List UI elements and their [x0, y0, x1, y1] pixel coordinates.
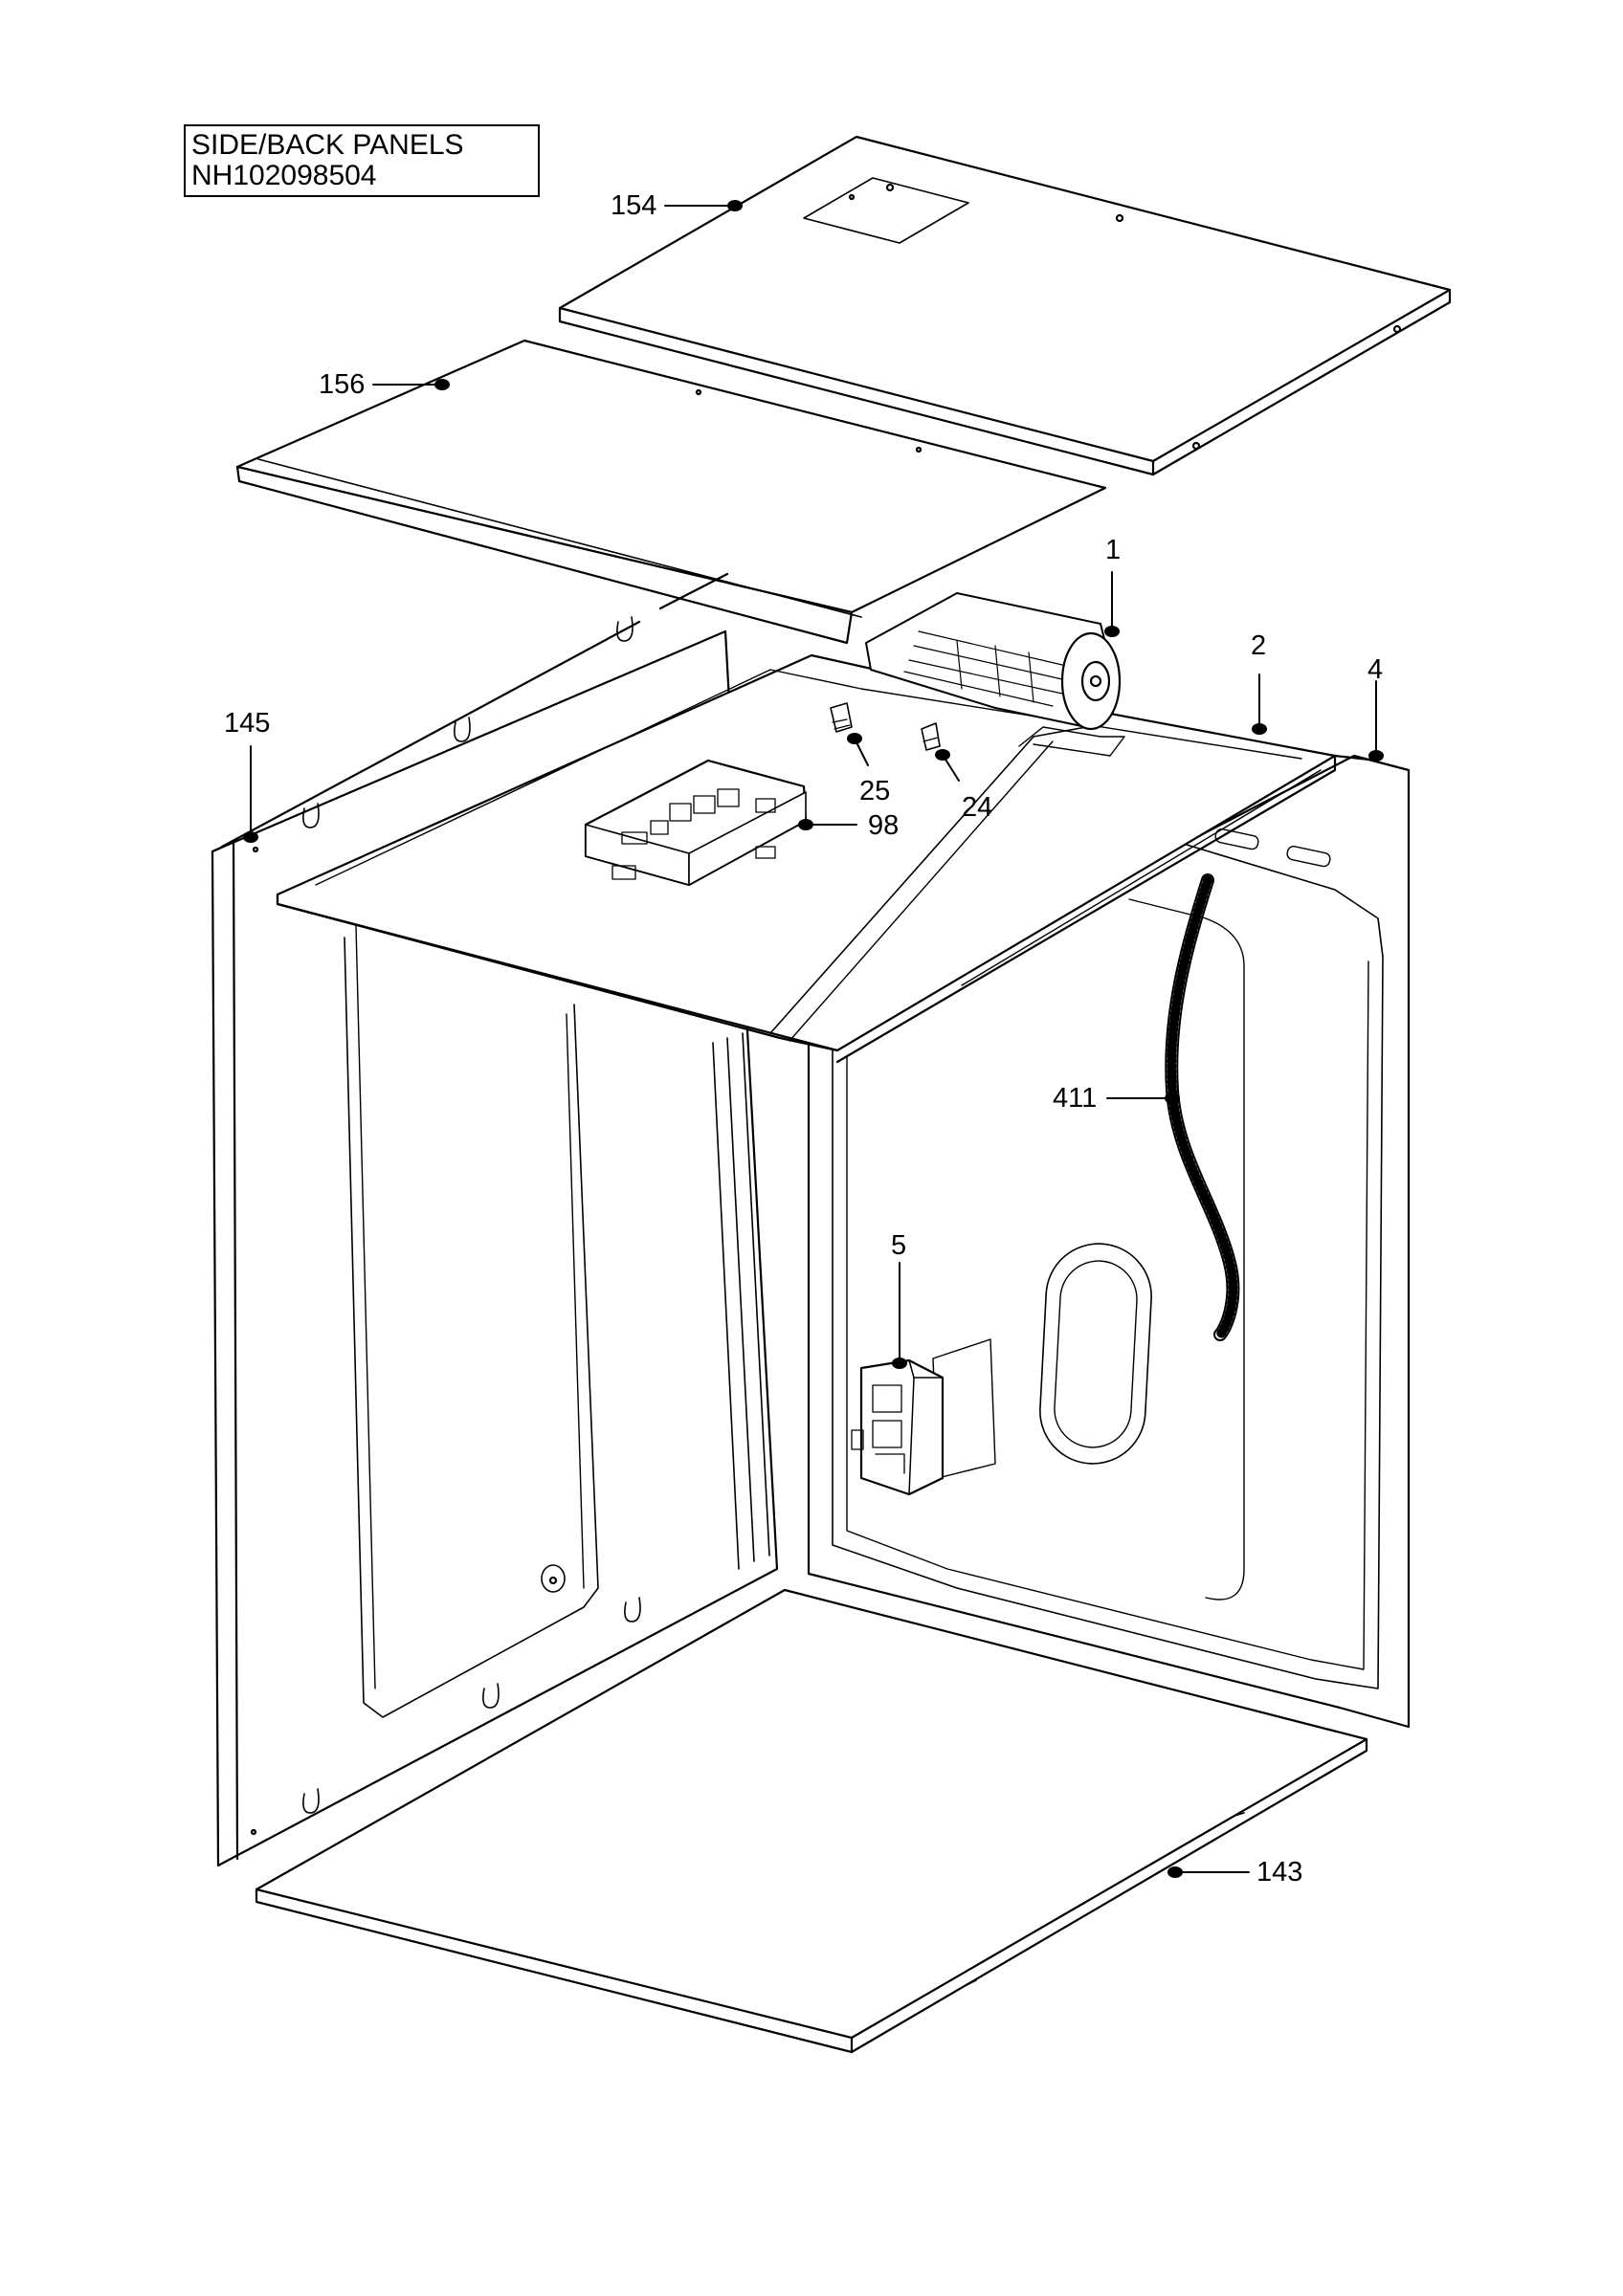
callout-98: 98	[868, 810, 900, 841]
terminal-block-5	[851, 1358, 945, 1496]
callout-154: 154	[611, 190, 657, 221]
back-panel-assembly-2	[807, 754, 1411, 1729]
callout-2: 2	[1251, 630, 1267, 661]
callout-24: 24	[962, 792, 993, 823]
callout-411: 411	[1053, 1083, 1098, 1114]
callout-4: 4	[1367, 654, 1384, 685]
console-top-2	[276, 653, 1380, 1064]
diagram-title-box: SIDE/BACK PANELS NH102098504	[184, 124, 540, 197]
control-board-98	[584, 759, 808, 887]
top-panel-154	[558, 135, 1452, 476]
bottom-panel-143	[255, 1588, 1368, 2054]
callout-1: 1	[1105, 535, 1122, 565]
callout-156: 156	[319, 369, 366, 400]
leader-lines	[250, 205, 1377, 1873]
diagram-part-number: NH102098504	[191, 160, 377, 191]
callout-25: 25	[859, 776, 891, 806]
diagram-title: SIDE/BACK PANELS	[191, 129, 464, 161]
top-panel-156	[235, 339, 1107, 645]
blower-motor-1	[865, 592, 1122, 731]
callout-145: 145	[224, 708, 271, 739]
callout-dots	[243, 200, 1384, 1878]
callout-143: 143	[1256, 1857, 1303, 1888]
harness-411	[1165, 873, 1240, 1341]
callout-5: 5	[891, 1230, 907, 1261]
thermostat-25	[830, 702, 853, 733]
thermostat-24	[921, 722, 941, 751]
